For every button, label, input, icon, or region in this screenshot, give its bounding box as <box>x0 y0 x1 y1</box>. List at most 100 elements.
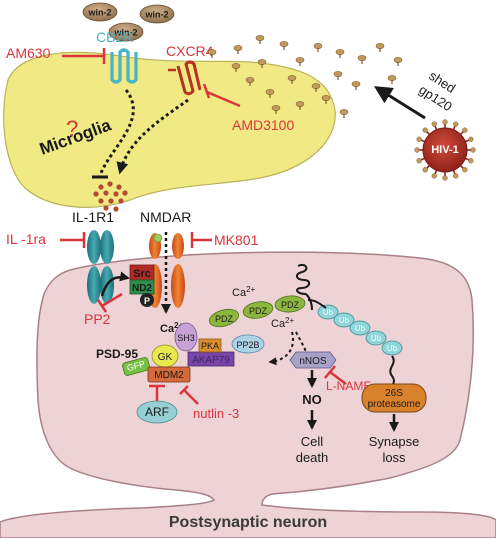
pdz2-label: PDZ <box>249 306 268 316</box>
nutlin-inhibit-line <box>179 385 199 405</box>
arf-label: ARF <box>145 405 169 419</box>
cb2r-label: CB2R <box>96 29 133 45</box>
virion-spike-tip <box>470 147 476 153</box>
src-label: Src <box>133 268 151 280</box>
gp120-particle <box>279 41 289 50</box>
virion-spike-tip <box>416 136 422 142</box>
gfp-label: GFP <box>126 359 146 373</box>
gp120-particle <box>313 43 323 52</box>
win2-label: win-2 <box>87 8 111 18</box>
ubiquitin-label: Ub <box>371 334 382 343</box>
mk801-inhibit-line <box>190 232 212 248</box>
synapse-loss-label-line2: loss <box>382 450 406 465</box>
cxcr4-receptor <box>168 60 202 96</box>
gfp-tag <box>122 357 151 376</box>
pdz1-label: PDZ <box>215 314 234 324</box>
gp120-particle <box>335 49 345 58</box>
nd2-box <box>129 279 155 295</box>
win2-ligand <box>108 22 144 42</box>
cb2r-receptor <box>110 48 138 84</box>
gp120-particles <box>207 35 403 118</box>
virion-spike-tip <box>462 167 468 173</box>
am630-label: AM630 <box>6 45 51 61</box>
il1ra-label: IL -1ra <box>6 231 46 247</box>
pp2-label: PP2 <box>84 311 111 327</box>
hiv1-virion <box>414 119 476 181</box>
win2-label: win-2 <box>144 10 168 20</box>
nd2-label: ND2 <box>132 283 152 294</box>
pp2b-domain <box>231 334 265 354</box>
gp120-particle <box>321 95 331 104</box>
phospho-marker <box>140 293 154 307</box>
virion-spike-tip <box>422 167 428 173</box>
pdz-domain-1 <box>208 308 240 328</box>
cxcr4-signal-arrow <box>116 98 189 175</box>
pdz-domain-3 <box>274 295 306 313</box>
calcium-label-nnos: Ca2+ <box>271 316 295 330</box>
calcium-label-upper: Ca2+ <box>232 285 256 299</box>
virion-spike-tip <box>468 158 474 164</box>
virion-spike-tip <box>431 121 437 127</box>
gp120-particle <box>339 109 349 118</box>
nnos-shape <box>289 351 337 369</box>
virion-spike-tip <box>422 127 428 133</box>
gp120-particle <box>265 89 275 98</box>
cxcr4-label: CXCR4 <box>166 43 214 59</box>
neuron-label: Postsynaptic neuron <box>169 514 327 531</box>
pdz3-label: PDZ <box>281 300 300 310</box>
cell-death-label-line1: Cell <box>301 434 324 449</box>
gp120-particle <box>231 63 241 72</box>
gp120-particle <box>295 57 305 66</box>
virion-spike-tip <box>453 173 459 179</box>
virion-spike-tip <box>414 147 420 153</box>
win2-ligands: win-2 win-2 win-2 <box>82 2 175 42</box>
il1-release-dots <box>93 181 128 212</box>
sh3-domain <box>174 322 198 352</box>
am630-inhibit-line <box>62 48 106 64</box>
virion-spike-tip <box>468 136 474 142</box>
ubiquitin-label: Ub <box>387 344 398 353</box>
lname-inhibit-line <box>324 365 347 385</box>
virion-spike-tip <box>416 158 422 164</box>
akap-label: AKAP79 <box>192 355 230 366</box>
gp120-particle <box>357 55 367 64</box>
ubiquitin-bead: Ub <box>349 320 371 336</box>
calcium-label-nmdar: Ca2+ <box>160 321 184 335</box>
proteasome-label-line2: proteasome <box>368 399 421 410</box>
amd3100-label: AMD3100 <box>232 117 294 133</box>
helical-receptor <box>296 263 313 311</box>
virion-spike-tip <box>442 119 448 125</box>
lname-label: L-NAME <box>326 379 371 393</box>
psd95-complex: GFP GK SH3 AKAP79 PKA PP2B PDZ PDZ PDZ M… <box>122 295 306 383</box>
ubiquitin-bead: Ub <box>365 330 387 346</box>
gp120-particle <box>351 81 361 90</box>
arf-inhibit-line <box>149 384 165 401</box>
virion-spike-tip <box>462 127 468 133</box>
gp120-particle <box>375 43 385 52</box>
gp120-particle <box>287 75 297 84</box>
virion-body <box>422 127 468 173</box>
calcium-to-nnos-arrow <box>295 331 307 353</box>
nmdar-label: NMDAR <box>140 209 191 225</box>
gp120-particle <box>393 57 403 66</box>
phospho-label: P <box>144 296 150 306</box>
virion-spike-tip <box>442 175 448 181</box>
ubiquitin-label: Ub <box>355 324 366 333</box>
ubiquitin-bead: Ub <box>381 340 403 356</box>
gk-label: GK <box>158 352 173 363</box>
gp120-particle <box>257 59 267 68</box>
ubiquitin-linker <box>307 299 327 309</box>
gp120-particle <box>295 101 305 110</box>
virion-spike-tip <box>453 121 459 127</box>
win2-ligand <box>139 4 175 24</box>
win2-label: win-2 <box>113 28 137 38</box>
ubiquitin-label: Ub <box>323 308 334 317</box>
pp2b-label: PP2B <box>236 340 259 350</box>
unknown-mechanism-mark: ? <box>66 116 78 141</box>
gp120-particle <box>245 77 255 86</box>
il1r1-to-src-arrow <box>100 271 130 297</box>
sh3-label: SH3 <box>177 333 195 343</box>
